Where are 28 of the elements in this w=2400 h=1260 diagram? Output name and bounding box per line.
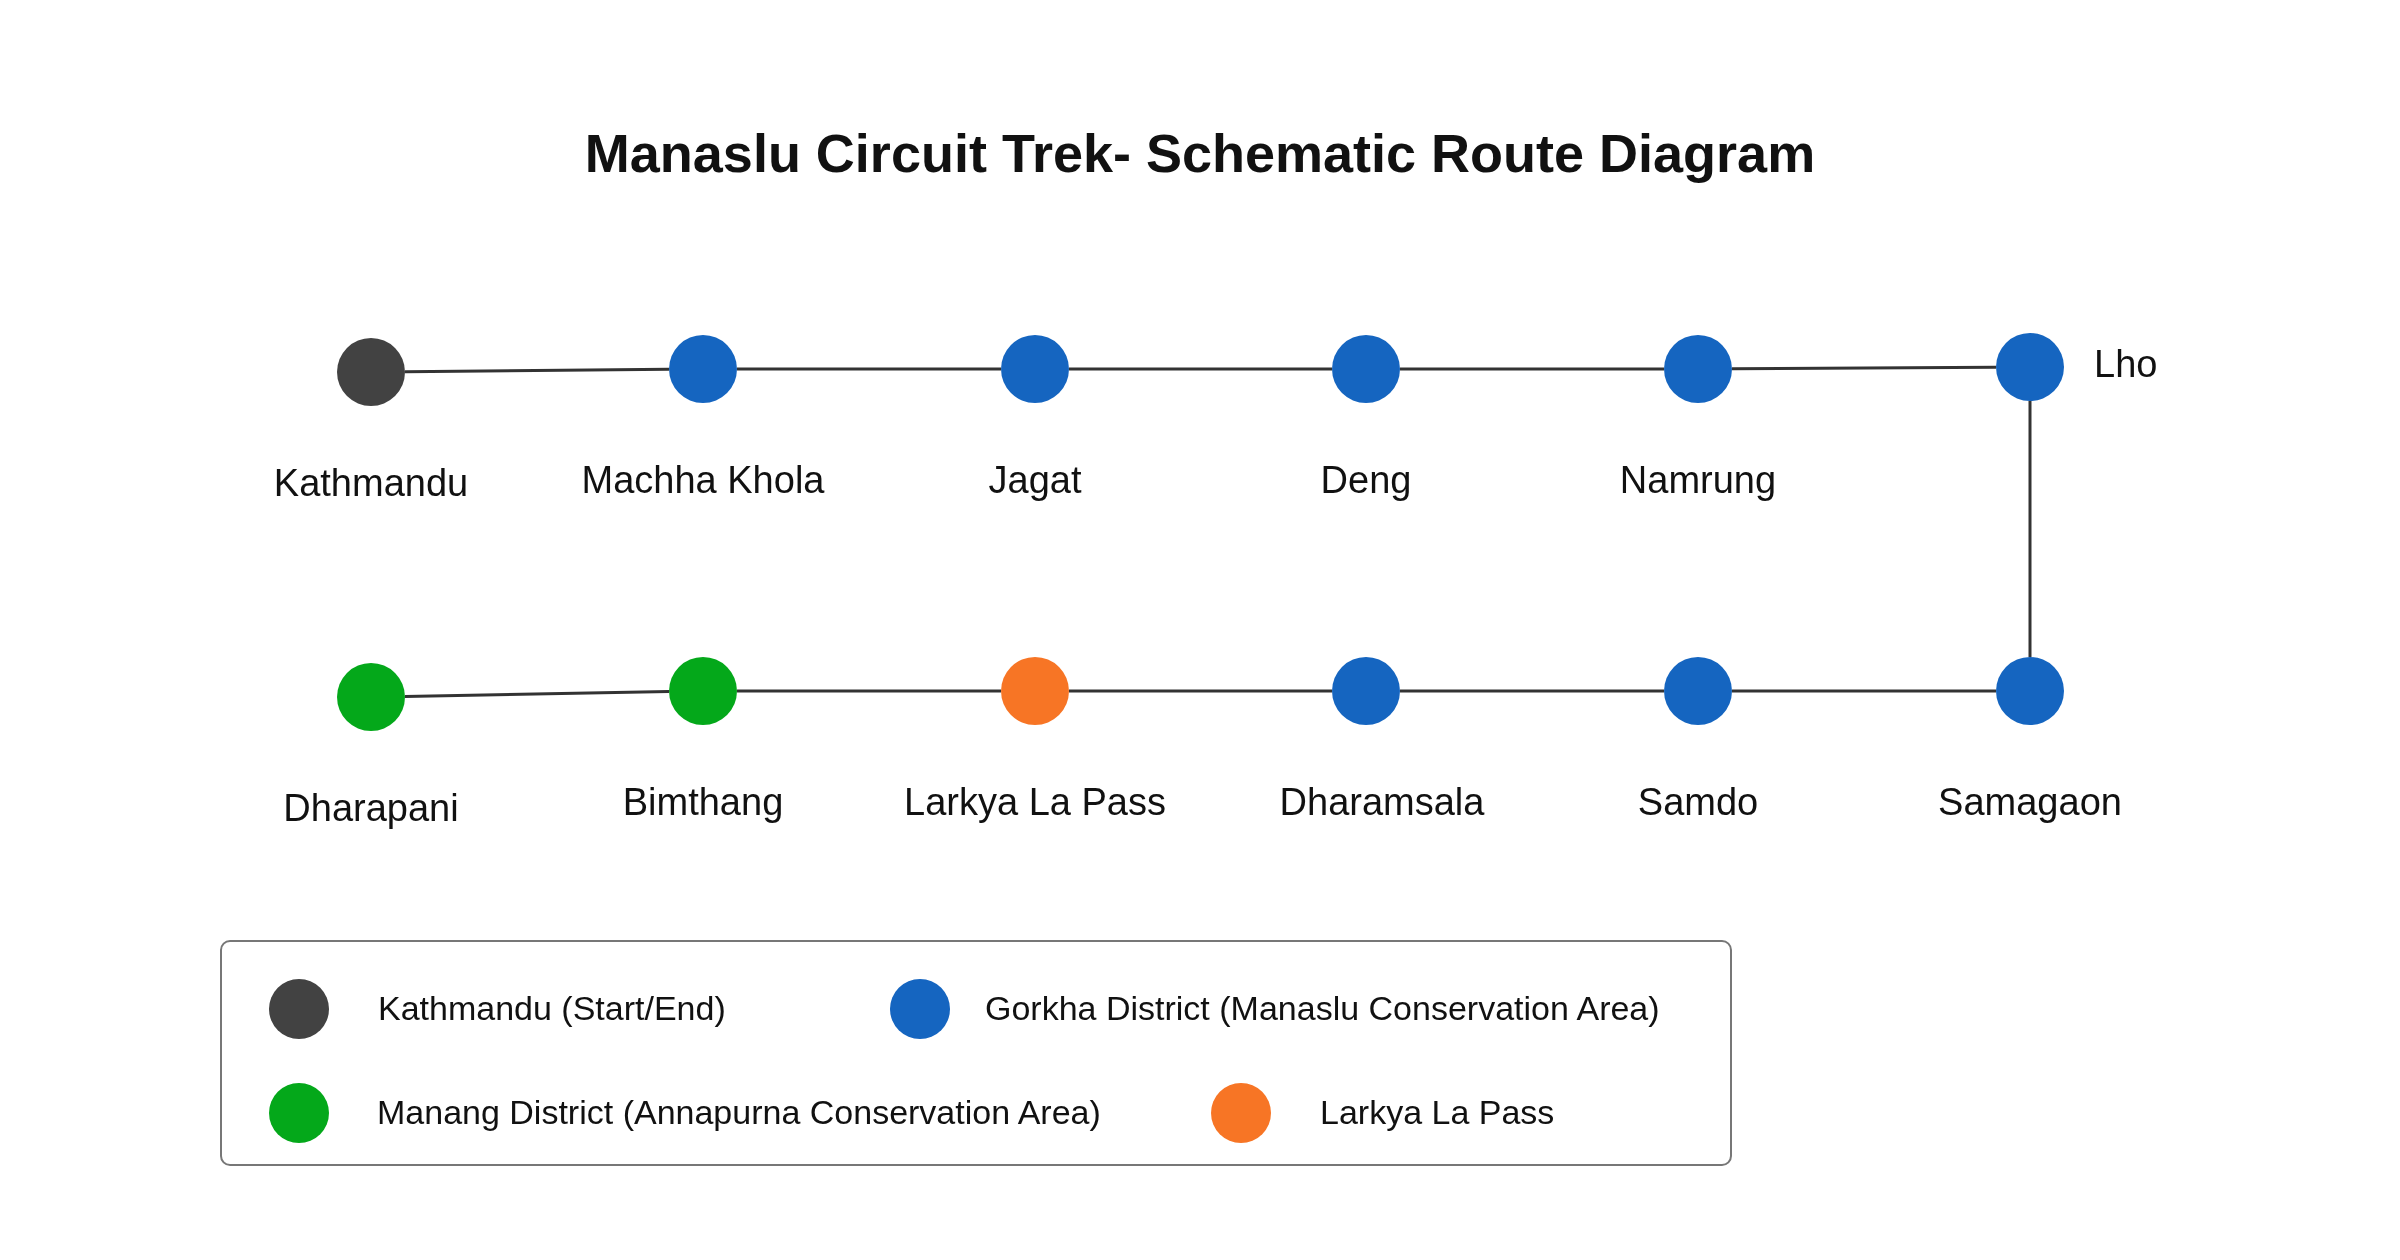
place-label: Larkya La Pass bbox=[904, 781, 1166, 824]
route-line bbox=[1732, 365, 1996, 371]
place-label: Dharamsala bbox=[1279, 781, 1485, 824]
route-line bbox=[405, 367, 669, 374]
place-label: Lho bbox=[2094, 343, 2158, 386]
route-line bbox=[1069, 367, 1332, 371]
legend-text: Manang District (Annapurna Conservation Area) bbox=[377, 1093, 1101, 1132]
route-line bbox=[737, 689, 1001, 693]
legend-text: Larkya La Pass bbox=[1320, 1093, 1555, 1132]
route-line bbox=[1400, 689, 1664, 693]
place-label: Deng bbox=[1320, 459, 1412, 502]
route-line bbox=[737, 367, 1001, 371]
place-label: Samdo bbox=[1637, 781, 1759, 824]
place-label: Kathmandu bbox=[273, 462, 469, 505]
place-label: Machha Khola bbox=[581, 459, 825, 502]
place-label: Namrung bbox=[1619, 459, 1777, 502]
legend-text: Kathmandu (Start/End) bbox=[378, 989, 726, 1028]
place-label: Jagat bbox=[988, 459, 1082, 502]
route-line bbox=[1069, 689, 1332, 693]
route-line bbox=[2028, 401, 2032, 657]
place-label: Samagaon bbox=[1938, 781, 2122, 824]
place-label: Bimthang bbox=[622, 781, 784, 824]
route-line bbox=[404, 690, 670, 698]
route-line bbox=[1400, 367, 1664, 371]
diagram-title: Manaslu Circuit Trek- Schematic Route Diagram bbox=[583, 122, 1817, 184]
legend-text: Gorkha District (Manaslu Conservation Area) bbox=[985, 989, 1660, 1028]
place-label: Dharapani bbox=[283, 787, 459, 830]
route-line bbox=[1732, 689, 1996, 693]
